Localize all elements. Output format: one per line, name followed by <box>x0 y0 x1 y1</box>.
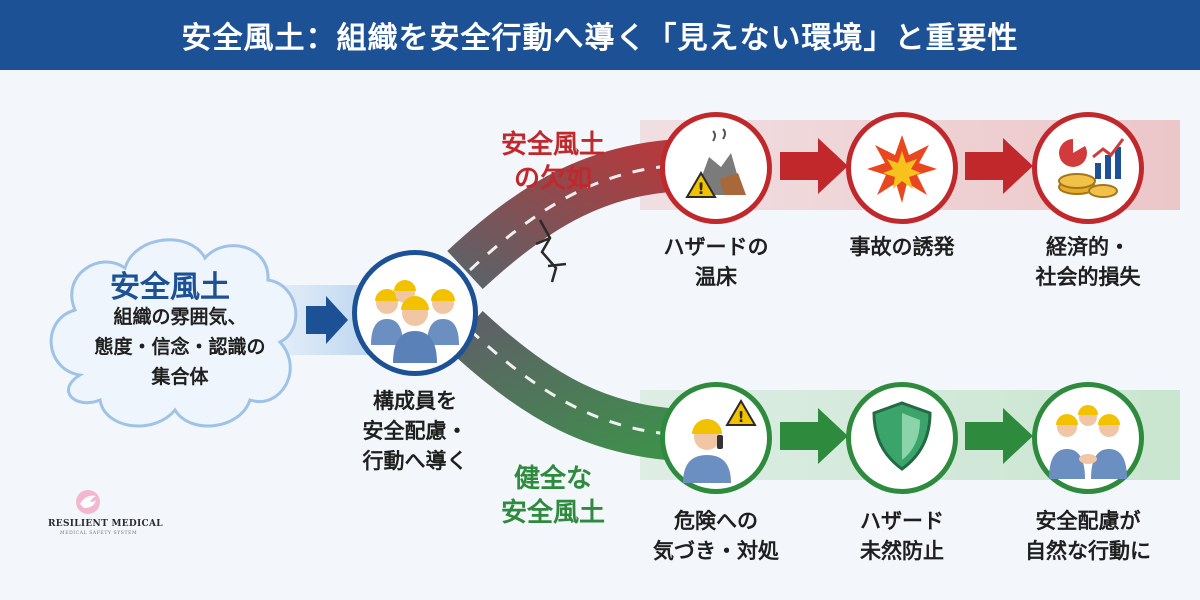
center-line: 構成員を <box>373 389 457 413</box>
handshake-icon <box>1049 405 1127 479</box>
page-title: 安全風土：組織を安全行動へ導く「見えない環境」と重要性 <box>0 0 1200 70</box>
healthy-arrow-2 <box>965 408 1033 464</box>
lack-node-accident <box>846 112 958 224</box>
healthy-step-line: 気づき・対処 <box>653 539 779 563</box>
healthy-step-label: 危険への 気づき・対処 <box>636 506 796 566</box>
lack-node-loss <box>1032 112 1144 224</box>
center-line: 行動へ導く <box>362 449 468 473</box>
healthy-step-line: 危険への <box>674 509 758 533</box>
svg-text:!: ! <box>697 179 704 198</box>
economic-loss-icon <box>1058 138 1125 198</box>
healthy-step-line: 自然な行動に <box>1025 539 1151 563</box>
lack-step-line: 事故の誘発 <box>849 235 955 259</box>
lack-node-hazard: ! <box>660 112 772 224</box>
crack-icon <box>535 219 567 283</box>
healthy-step-label: 安全配慮が 自然な行動に <box>1008 506 1168 566</box>
lack-arrow-2 <box>965 138 1033 194</box>
healthy-branch-label: 健全な 安全風土 <box>488 462 618 530</box>
shield-icon <box>872 401 932 471</box>
healthy-branch-line: 健全な <box>513 464 592 494</box>
lack-step-line: 経済的・ <box>1046 235 1130 259</box>
lack-step-label: ハザードの 温床 <box>636 232 796 292</box>
hazard-rocks-icon: ! <box>685 128 746 198</box>
healthy-branch-line: 安全風土 <box>500 498 605 528</box>
explosion-icon <box>867 135 937 203</box>
healthy-step-line: 未然防止 <box>860 539 944 563</box>
center-label: 構成員を 安全配慮・ 行動へ導く <box>340 386 490 476</box>
lack-step-label: 経済的・ 社会的損失 <box>1008 232 1168 292</box>
center-line: 安全配慮・ <box>362 419 468 443</box>
lack-road <box>447 139 682 290</box>
source-line: 集合体 <box>151 366 209 388</box>
lack-step-label: 事故の誘発 <box>822 232 982 262</box>
source-line: 態度・信念・認識の <box>94 336 266 358</box>
source-line: 組織の雰囲気、 <box>113 306 247 328</box>
healthy-node-awareness: ! <box>660 382 772 494</box>
healthy-step-line: ハザード <box>860 509 944 533</box>
lack-step-line: ハザードの <box>663 235 769 259</box>
lack-branch-label: 安全風土 の欠如 <box>488 128 618 196</box>
workers-group-icon <box>371 280 459 363</box>
logo-name: RESILIENT MEDICAL <box>48 519 163 529</box>
healthy-road <box>447 310 682 461</box>
lack-step-line: 社会的損失 <box>1035 265 1141 289</box>
svg-text:!: ! <box>738 408 745 426</box>
lack-step-line: 温床 <box>695 265 737 289</box>
healthy-node-behavior <box>1032 382 1144 494</box>
healthy-step-line: 安全配慮が <box>1035 509 1141 533</box>
healthy-node-prevention <box>846 382 958 494</box>
healthy-step-label: ハザード 未然防止 <box>822 506 982 566</box>
source-arrow <box>306 296 348 344</box>
source-title: 安全風土 <box>110 270 230 305</box>
lack-arrow-1 <box>780 138 848 194</box>
source-cloud <box>49 238 298 428</box>
logo-dove-icon <box>76 490 100 514</box>
logo-tagline: MEDICAL SAFETY SYSTEM <box>60 531 138 536</box>
center-node <box>352 250 478 376</box>
lack-branch-line: の欠如 <box>513 164 592 194</box>
source-description: 組織の雰囲気、 態度・信念・認識の 集合体 <box>70 302 290 392</box>
lack-branch-line: 安全風土 <box>500 130 605 160</box>
worker-warning-icon: ! <box>683 399 757 483</box>
healthy-arrow-1 <box>780 408 848 464</box>
